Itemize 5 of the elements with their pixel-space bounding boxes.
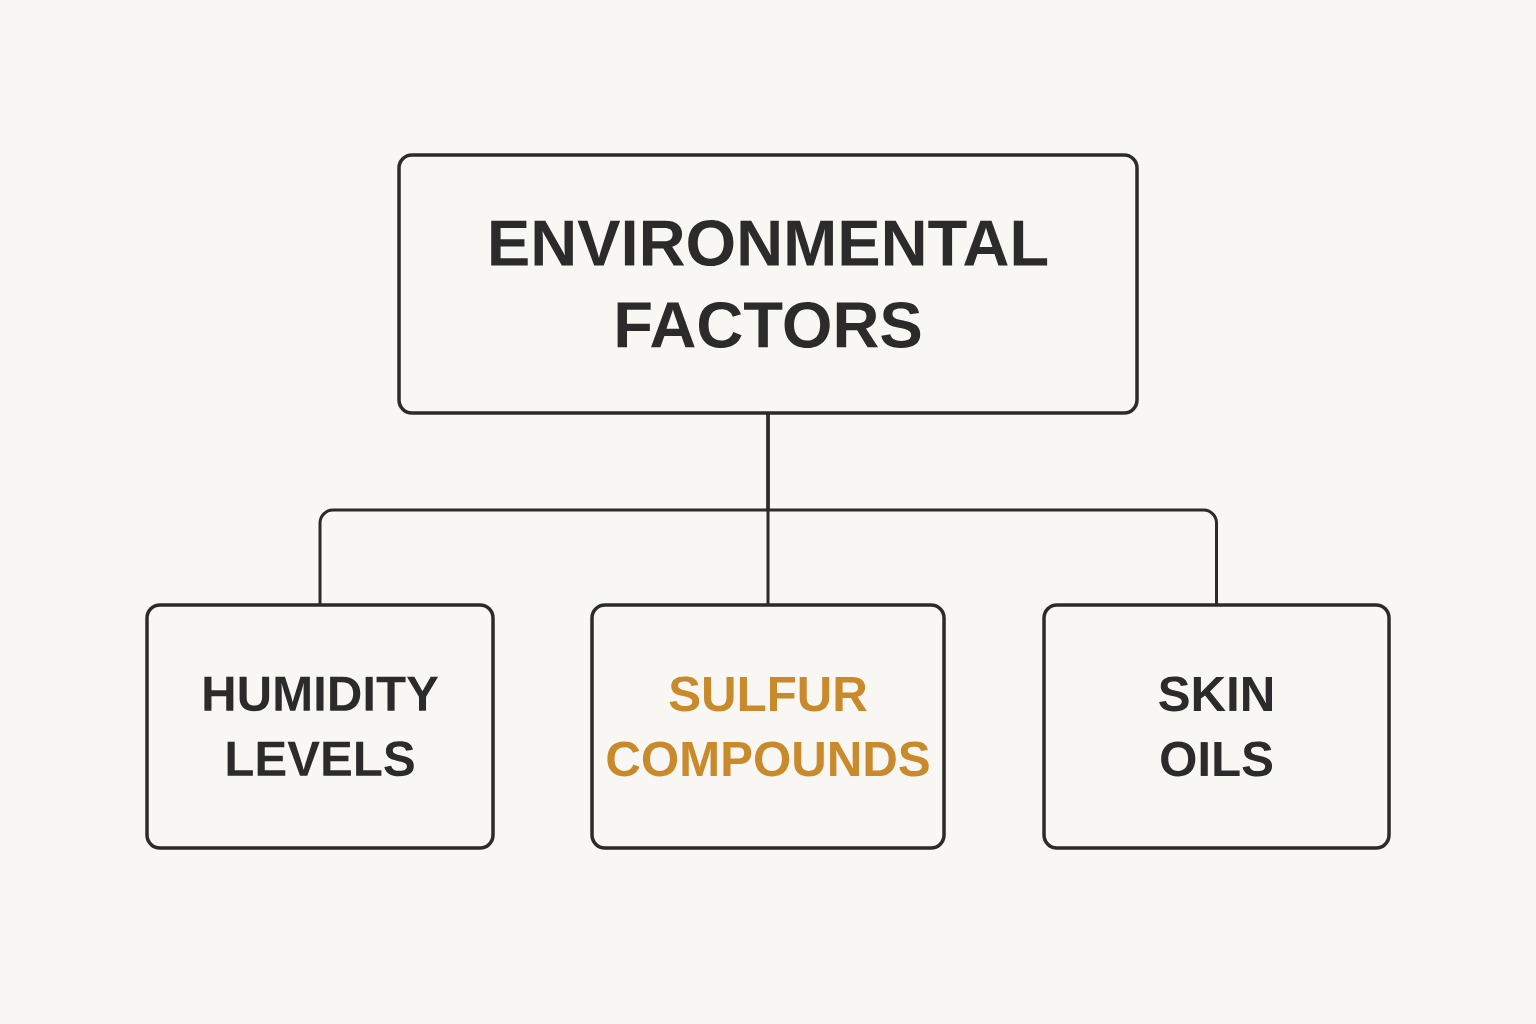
connector-line <box>766 413 1218 605</box>
factor-box: SULFUR COMPOUNDS <box>590 603 946 850</box>
factor-box: HUMIDITY LEVELS <box>145 603 495 850</box>
category-box: ENVIRONMENTAL FACTORS <box>397 153 1139 415</box>
factor-box: SKIN OILS <box>1042 603 1391 850</box>
